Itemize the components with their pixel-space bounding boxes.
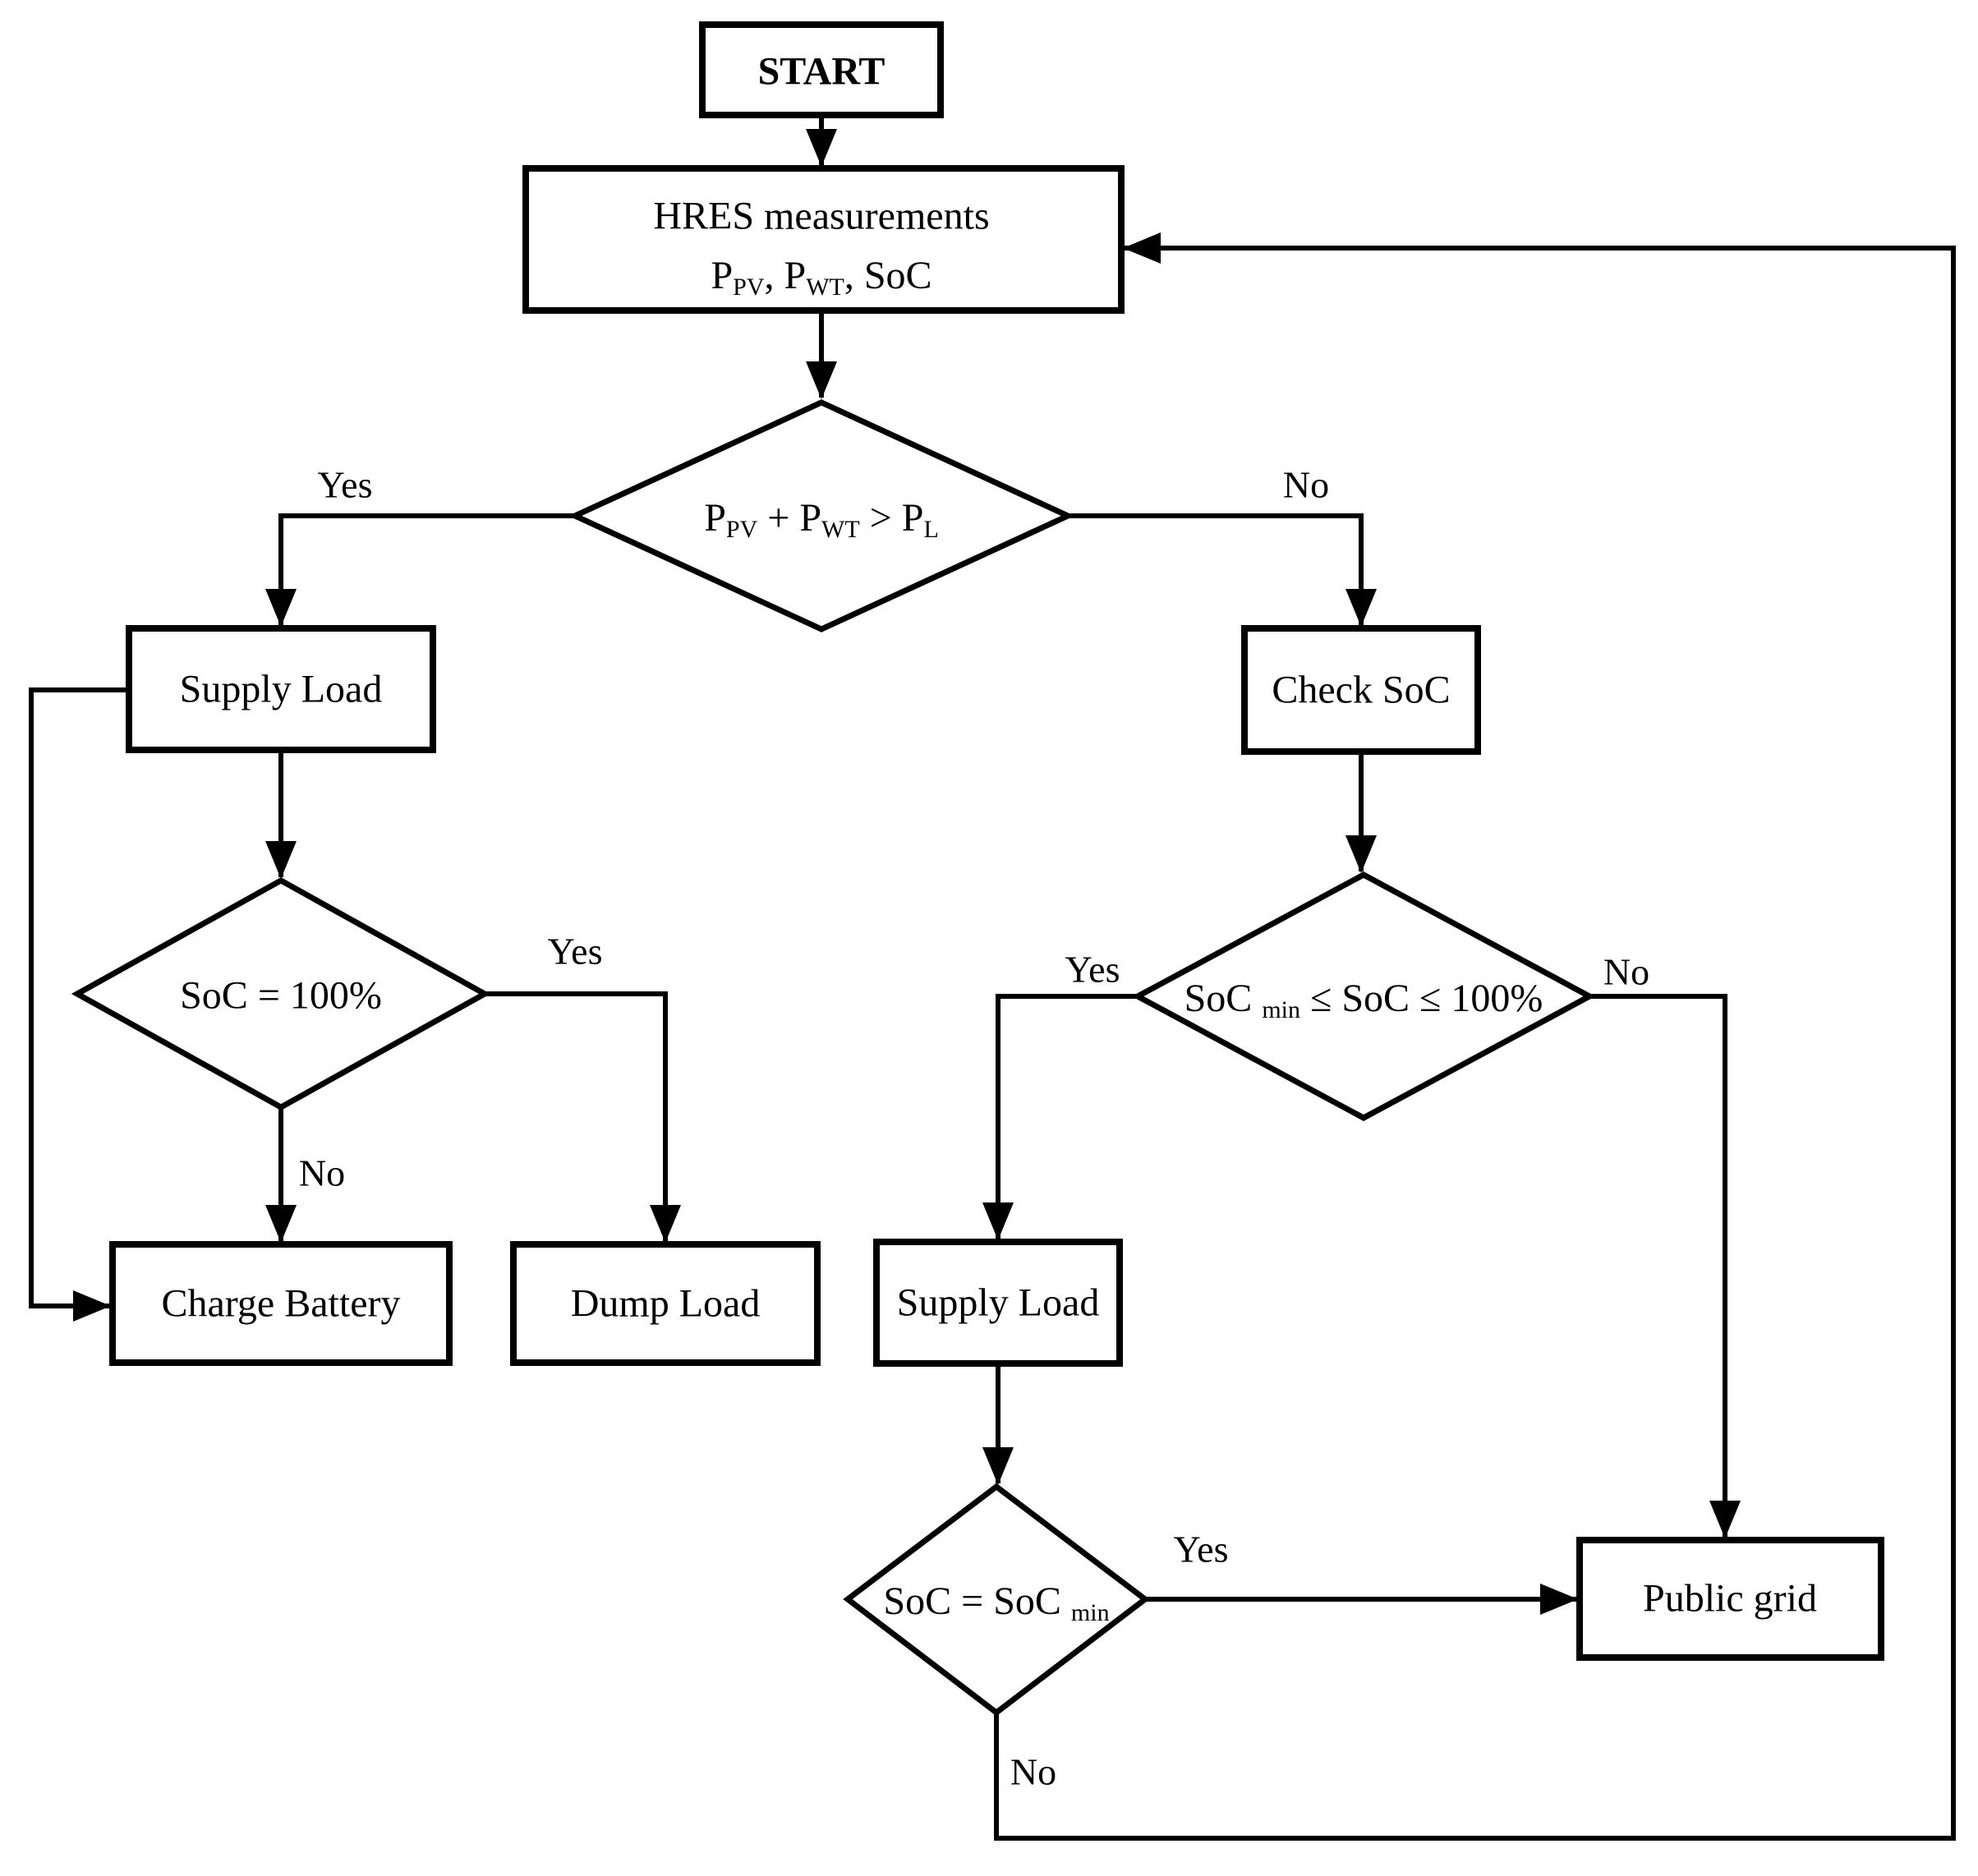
power-decision-label: PPV + PWT > PL [704,496,939,543]
hres-label-line2: PPV, PWT, SoC [711,254,932,301]
start-box [699,21,944,118]
soc-min-decision-label: SoC = SoC min [883,1579,1109,1626]
edge-label-soc-full-yes: Yes [548,931,603,972]
supply-load-left-box [126,625,436,753]
soc-range-decision-diamond [1131,871,1596,1121]
nodes: START HRES measurements PPV, PWT, SoC PP… [71,21,1884,1717]
soc-full-decision-label: SoC = 100% [180,974,382,1018]
supply-load-left-node: Supply Load [126,625,436,753]
charge-battery-box [109,1241,453,1366]
supply-load-right-box [873,1239,1123,1367]
start-label: START [758,50,886,94]
supply-load-right-label: Supply Load [897,1281,1100,1325]
soc-min-decision-node: SoC = SoC min [843,1483,1150,1717]
soc-range-decision-label: SoC min ≤ SoC ≤ 100% [1184,977,1543,1023]
soc-full-decision-diamond [71,876,491,1111]
edge-label-power-yes: Yes [318,464,373,506]
hres-label-line1: HRES measurements [653,195,989,238]
dump-load-label: Dump Load [571,1282,761,1326]
edge-power-no-to-check-soc [1068,513,1377,627]
public-grid-box [1576,1537,1884,1661]
hres-measurements-node: HRES measurements PPV, PWT, SoC [522,165,1125,314]
edge-soc-min-no-loop-to-hres [994,232,1956,1841]
edge-soc-full-yes-to-dump-load [485,991,681,1243]
public-grid-node: Public grid [1576,1537,1884,1661]
soc-full-decision-node: SoC = 100% [71,876,491,1111]
check-soc-label: Check SoC [1272,669,1450,712]
dump-load-node: Dump Load [510,1241,821,1366]
start-node: START [699,21,944,118]
edge-label-soc-range-no: No [1603,951,1649,993]
power-decision-diamond [568,399,1075,632]
edge-label-soc-full-no: No [299,1152,345,1194]
supply-load-left-label: Supply Load [180,668,383,711]
edge-soc-range-no-to-public-grid [1589,994,1741,1538]
edge-label-soc-min-yes: Yes [1174,1529,1229,1570]
check-soc-node: Check SoC [1241,625,1481,755]
dump-load-box [510,1241,821,1366]
edges [29,115,1956,1841]
edge-label-soc-range-yes: Yes [1065,949,1120,991]
hres-box [522,165,1125,314]
edge-supply-load-left-feedback-to-charge-battery [29,687,129,1322]
soc-range-decision-node: SoC min ≤ SoC ≤ 100% [1131,871,1596,1121]
public-grid-label: Public grid [1643,1577,1817,1621]
edge-label-power-no: No [1283,464,1329,506]
power-decision-node: PPV + PWT > PL [568,399,1075,632]
edge-soc-range-yes-to-supply-load-right [982,994,1138,1240]
edge-label-soc-min-no: No [1010,1751,1056,1793]
edge-power-yes-to-supply-load-left [265,513,575,627]
check-soc-box [1241,625,1481,755]
charge-battery-node: Charge Battery [109,1241,453,1366]
soc-min-decision-diamond [843,1483,1150,1717]
edge-labels: Yes No Yes No Yes No Yes No [299,464,1649,1793]
supply-load-right-node: Supply Load [873,1239,1123,1367]
charge-battery-label: Charge Battery [161,1282,400,1326]
